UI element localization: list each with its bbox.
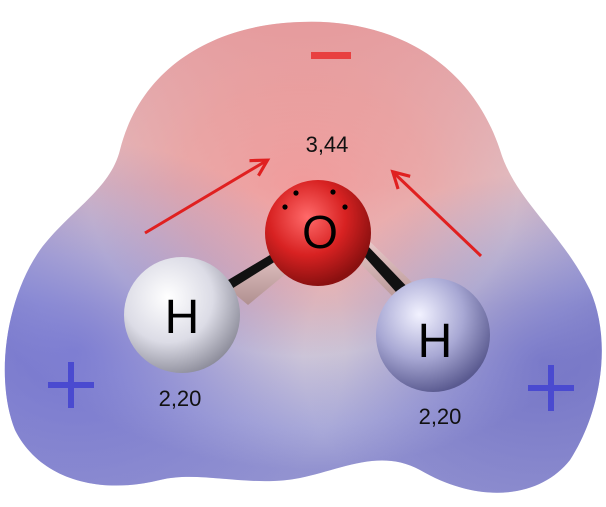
positive-charge-left [48,362,94,408]
hydrogen-right-electronegativity: 2,20 [419,404,462,429]
oxygen-electronegativity: 3,44 [306,132,349,157]
bond-left-wedge [218,249,284,295]
lone-pair-dot [342,204,348,210]
arrow-right-to-oxygen [390,169,483,258]
lone-pair-electrons [282,189,348,210]
hydrogen-left-electronegativity: 2,20 [159,386,202,411]
positive-charge-right [528,365,574,411]
hydrogen-atom-left [124,257,240,373]
lone-pair-dot [282,204,288,210]
lone-pair-dot [293,190,299,196]
oxygen-symbol: O [302,206,338,258]
partial-charges [48,52,574,411]
bond-right-wedge [355,242,414,301]
polarity-arrows [144,158,483,258]
hydrogen-right-symbol: H [418,315,453,368]
atoms [124,180,490,392]
hydrogen-atom-right [376,278,490,392]
arrow-left-to-oxygen [144,158,271,235]
negative-charge-sign [311,52,351,59]
hydrogen-left-symbol: H [165,291,200,344]
lone-pair-dot [330,189,336,195]
